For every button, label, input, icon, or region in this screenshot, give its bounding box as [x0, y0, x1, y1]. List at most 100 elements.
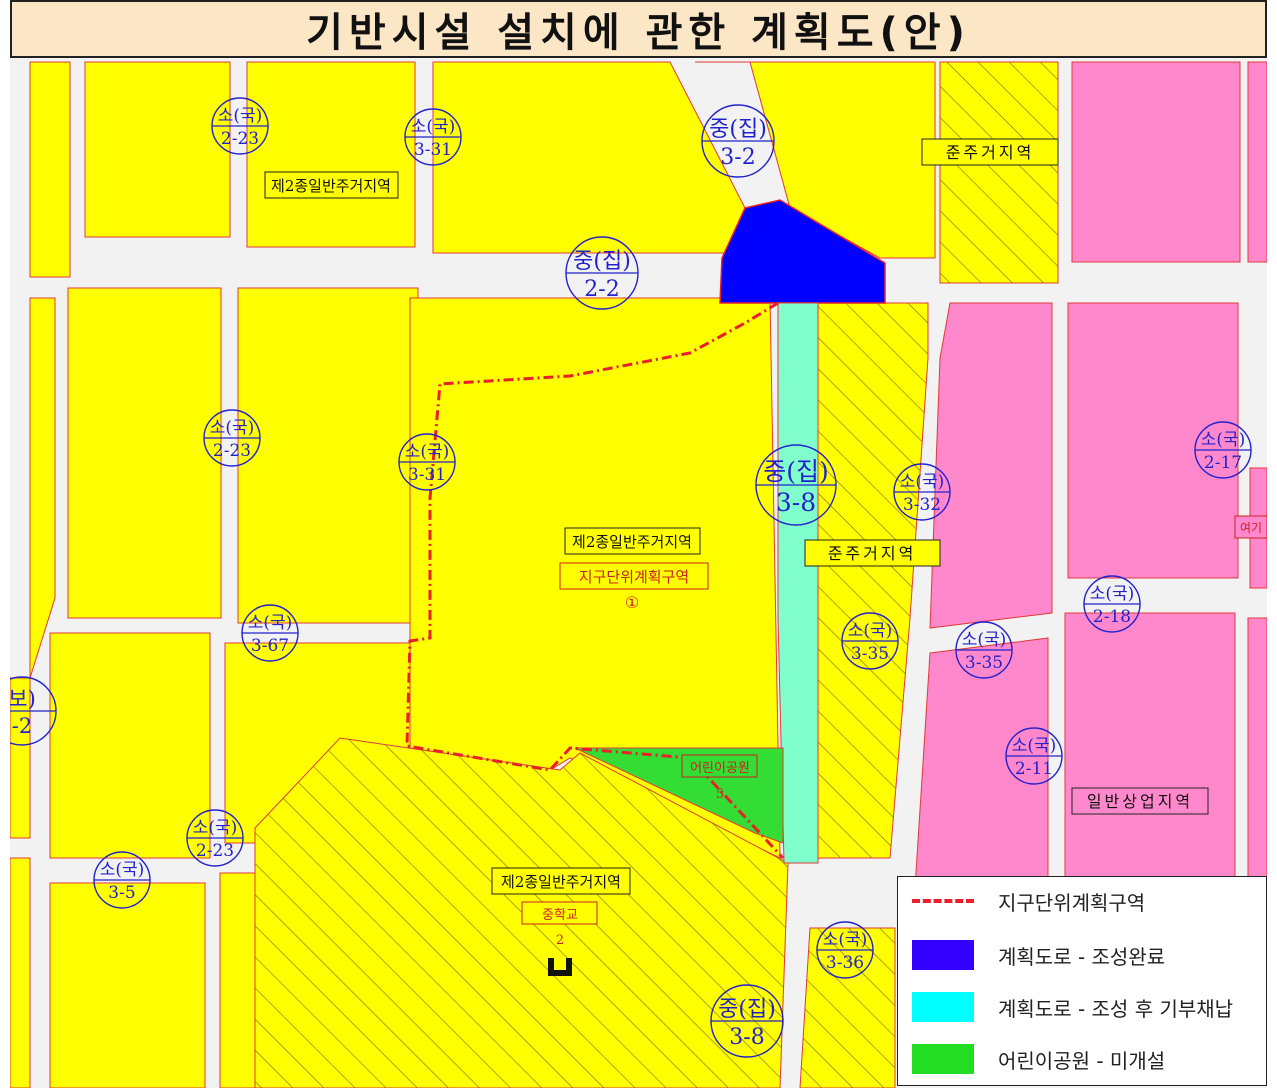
zone-label-box	[804, 539, 941, 567]
block-commercial	[929, 302, 1053, 629]
block-commercial	[1247, 617, 1267, 879]
district-number: ①	[625, 593, 639, 612]
road-label-class: 소(국)	[848, 621, 893, 641]
road-label-number: 2-23	[196, 841, 234, 861]
road-label-number: 2-18	[1093, 607, 1131, 627]
road-label: 중(집) 2-2	[565, 236, 639, 310]
road-label: 소(국) 2-11	[1005, 727, 1063, 785]
road-label-number: 3-2	[720, 145, 755, 170]
road-label: 소(국) 3-35	[841, 612, 899, 670]
road-label-number: 3-31	[408, 465, 446, 485]
zone-labels: 제2종일반주거지역 준주거지역 제2종일반주거지역 지구단위계획구역 ① 준주거…	[264, 138, 1267, 976]
hatched-zones	[254, 61, 1059, 1088]
road-label: 소(국)2-18	[1083, 575, 1141, 633]
zone-label-res-center: 제2종일반주거지역	[572, 533, 692, 551]
road-label-class: 소(국)	[411, 117, 456, 137]
road-label-class: 중(집)	[709, 117, 767, 142]
road-label-class: 소(국)	[962, 630, 1007, 650]
legend-item-district: 지구단위계획구역	[898, 879, 1266, 923]
road-label: 소(국)3-32	[893, 463, 951, 521]
road-label-class: 소(국)	[248, 613, 293, 633]
road-label: 소(국) 3-31	[404, 108, 462, 166]
road-label: 소(국)2-23	[211, 97, 269, 155]
road-label-class: 소(국)	[210, 418, 255, 438]
road-label: 소(국)3-35	[955, 621, 1013, 679]
road-label-number: -2	[12, 714, 32, 738]
road-label: 소(국) 3-36	[816, 921, 874, 979]
block-res	[29, 297, 56, 679]
road-label-class: 소(국)	[100, 860, 145, 880]
road-label-number: 2-23	[221, 129, 259, 149]
legend-line-district	[912, 899, 974, 903]
legend: 지구단위계획구역 계획도로 - 조성완료 계획도로 - 조성 후 기부채납 어린…	[897, 876, 1267, 1086]
road-label-number: 3-31	[414, 140, 452, 160]
zone-label-res-south: 제2종일반주거지역	[501, 873, 621, 891]
road-label-class: 소(국)	[1012, 736, 1057, 756]
block-res	[29, 61, 71, 278]
road-label-number: 2-23	[213, 441, 251, 461]
legend-swatch-donation	[912, 992, 974, 1022]
legend-label: 계획도로 - 조성 후 기부채납	[998, 996, 1234, 1021]
road-label-number: 3-8	[776, 488, 816, 517]
zone-semi-ne-hatch	[940, 62, 1058, 283]
zone-label-box	[491, 867, 631, 895]
school-symbol	[548, 958, 572, 976]
road-label: 소(국) 3-5	[93, 851, 151, 909]
road-label-number: 2-17	[1204, 453, 1242, 473]
road-label-number: 3-35	[851, 644, 889, 664]
commercial-blocks	[914, 61, 1267, 889]
zone-label-res-nw: 제2종일반주거지역	[271, 177, 391, 195]
legend-item-completed: 계획도로 - 조성완료	[898, 933, 1266, 977]
block-res	[237, 287, 419, 624]
park-number: 5	[716, 787, 724, 802]
legend-label: 어린이공원 - 미개설	[998, 1048, 1166, 1073]
road-label-class: 소(국)	[193, 818, 238, 838]
road-label-class: 소(국)	[823, 930, 868, 950]
legend-item-park: 어린이공원 - 미개설	[898, 1037, 1266, 1081]
road-label-number: 3-36	[826, 953, 864, 973]
district-name: 지구단위계획구역	[579, 568, 689, 586]
block-res	[84, 61, 231, 238]
block-res	[67, 287, 222, 619]
edge-label-box	[1234, 515, 1267, 539]
zone-label-semi-center: 준주거지역	[828, 544, 917, 563]
school-number: 2	[556, 933, 564, 948]
zone-label-box	[921, 138, 1059, 166]
road-label-number: 2-2	[584, 277, 619, 302]
road-label-number: 2-11	[1015, 759, 1053, 779]
road-label-class: 중(집)	[573, 249, 631, 274]
road-label: 소(국) 2-23	[186, 809, 244, 867]
road-label: 보) -2	[10, 676, 57, 746]
block-res	[49, 632, 211, 859]
zone-label-box	[1071, 787, 1209, 815]
block-res	[246, 61, 416, 248]
road-label-class: 소(국)	[900, 472, 945, 492]
block-commercial	[1071, 61, 1241, 263]
park-name: 어린이공원	[690, 761, 750, 776]
zone-label-semi-ne: 준주거지역	[946, 143, 1035, 162]
zone-label-box	[564, 527, 701, 555]
block-commercial	[1247, 61, 1267, 263]
road-label-class: 소(국)	[1201, 430, 1246, 450]
road-label-number: 3-5	[108, 883, 135, 903]
block-res	[219, 872, 256, 1088]
district-boundary	[405, 301, 785, 860]
zone-label-commercial: 일반상업지역	[1087, 792, 1193, 811]
block-res	[49, 882, 206, 1088]
edge-label-fragment: 여기	[1240, 521, 1262, 535]
road-label-number: 3-8	[729, 1025, 764, 1050]
road-label: 소(국)3-67	[241, 604, 299, 662]
road-label-class: 보)	[10, 687, 36, 711]
road-label: 중(집)3-8	[755, 444, 837, 526]
school-label-box	[521, 901, 598, 925]
district-label-box	[559, 562, 709, 590]
park-label-box	[681, 754, 758, 778]
block-res	[10, 677, 31, 839]
legend-swatch-completed	[912, 940, 974, 970]
land-use-map[interactable]: 제2종일반주거지역 준주거지역 제2종일반주거지역 지구단위계획구역 ① 준주거…	[10, 58, 1267, 1088]
legend-swatch-park	[912, 1044, 974, 1074]
road-label-class: 중(집)	[763, 457, 829, 486]
road-completed	[719, 199, 886, 304]
road-label: 소(국) 2-23	[203, 409, 261, 467]
